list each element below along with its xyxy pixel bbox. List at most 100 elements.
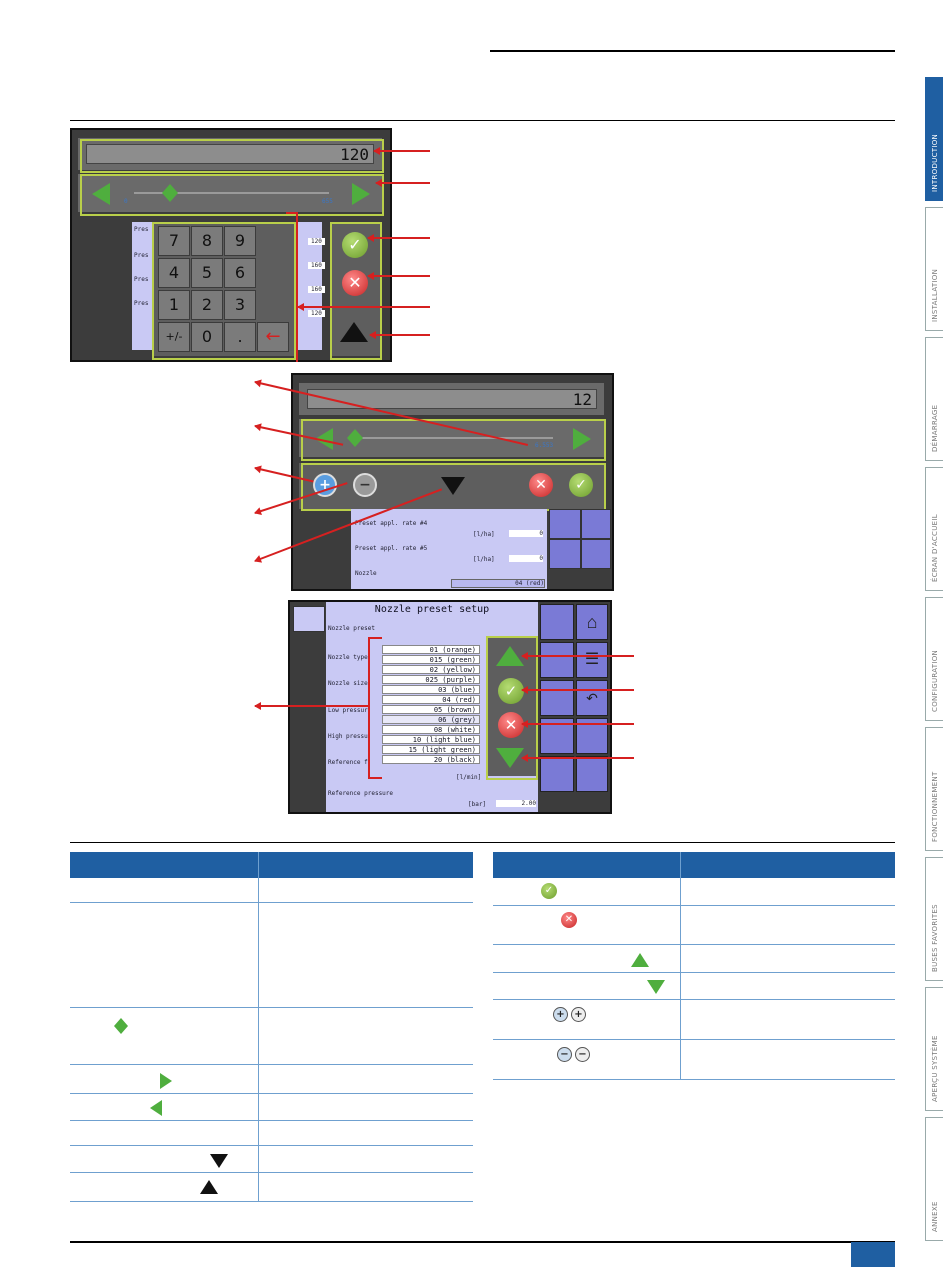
- nozzle-option[interactable]: 025 (purple): [382, 675, 480, 684]
- accept-check-icon[interactable]: ✓: [342, 232, 368, 258]
- key-6[interactable]: 6: [224, 258, 256, 288]
- nozzle-option-selected[interactable]: 06 (grey): [382, 715, 480, 724]
- zoom-out-icon[interactable]: −: [353, 473, 377, 497]
- list-value-4: 120: [308, 310, 325, 317]
- list-label-1: Pres: [134, 226, 149, 233]
- menu-list-button[interactable]: ☰: [576, 642, 608, 678]
- nozzle-option[interactable]: 05 (brown): [382, 705, 480, 714]
- keypad-highlight: [152, 222, 296, 360]
- screenshot-keypad: 120 0 655 Pres Pres Pres Pres 120 160 16…: [70, 128, 392, 362]
- preset-logo-icon[interactable]: [293, 606, 325, 632]
- key-sign[interactable]: +/-: [158, 322, 190, 352]
- key-5[interactable]: 5: [191, 258, 223, 288]
- table-row: [70, 1008, 473, 1065]
- label-high-pressure: High pressu: [328, 733, 368, 740]
- table-row: − −: [493, 1040, 895, 1080]
- table-row: ✓: [493, 878, 895, 906]
- increase-arrow-icon-2[interactable]: [573, 428, 591, 450]
- accept-check-icon-2[interactable]: ✓: [569, 473, 593, 497]
- toggle-keypad-up-icon[interactable]: [340, 322, 368, 342]
- table-row: [70, 1065, 473, 1094]
- callout-line: [367, 272, 430, 280]
- menu-list-icon: ☰: [584, 651, 600, 668]
- callout-line: [373, 147, 430, 155]
- key-1[interactable]: 1: [158, 290, 190, 320]
- list-label-4: Pres: [134, 300, 149, 307]
- decrease-arrow-icon: [150, 1100, 162, 1116]
- key-8[interactable]: 8: [191, 226, 223, 256]
- backspace-arrow-icon: ←: [265, 326, 281, 347]
- slider-thumb-icon-2[interactable]: [347, 429, 363, 447]
- page-title: Nozzle preset setup: [374, 604, 490, 615]
- left-table-col-sep: [258, 852, 259, 1202]
- label-reference-flow: Reference f: [328, 759, 368, 766]
- key-decimal[interactable]: .: [224, 322, 256, 352]
- scroll-up-icon[interactable]: [496, 646, 524, 666]
- label-low-pressure: Low pressur: [328, 707, 368, 714]
- slider-track-2[interactable]: [353, 437, 553, 439]
- tab-fonctionnement[interactable]: FONCTIONNEMENT: [925, 727, 943, 851]
- accept-check-icon-3[interactable]: ✓: [498, 678, 524, 704]
- key-7[interactable]: 7: [158, 226, 190, 256]
- value-display-2[interactable]: 12: [307, 389, 597, 409]
- nozzle-option[interactable]: 20 (black): [382, 755, 480, 764]
- table-row: [70, 1094, 473, 1121]
- table-row: [70, 903, 473, 1008]
- key-4[interactable]: 4: [158, 258, 190, 288]
- cancel-x-icon[interactable]: ✕: [342, 270, 368, 296]
- nozzle-option[interactable]: 10 (light blue): [382, 735, 480, 744]
- zoom-out-icon: −: [557, 1047, 572, 1062]
- tab-annexe[interactable]: ANNEXE: [925, 1117, 943, 1241]
- nozzle-option[interactable]: 015 (green): [382, 655, 480, 664]
- home-button[interactable]: ⌂: [576, 604, 608, 640]
- screenshot-slider: 12 6.553 + − ✕ ✓ Preset appl. rate #4 [l…: [291, 373, 614, 591]
- key-2[interactable]: 2: [191, 290, 223, 320]
- scroll-down-icon[interactable]: [496, 748, 524, 768]
- list-bracket: [368, 637, 382, 779]
- nozzle-option[interactable]: 03 (blue): [382, 685, 480, 694]
- tab-apercu-systeme[interactable]: APERÇU SYSTÈME: [925, 987, 943, 1111]
- function-button[interactable]: ↶: [576, 680, 608, 716]
- callout-line: [254, 702, 368, 710]
- tab-demarrage[interactable]: DÉMARRAGE: [925, 337, 943, 461]
- decrease-arrow-icon[interactable]: [92, 183, 110, 205]
- scroll-up-icon: [631, 953, 649, 967]
- key-9[interactable]: 9: [224, 226, 256, 256]
- right-table-col-sep: [680, 852, 681, 1080]
- key-3[interactable]: 3: [224, 290, 256, 320]
- key-0[interactable]: 0: [191, 322, 223, 352]
- side-grid-block: [549, 509, 581, 539]
- nozzle-option[interactable]: 01 (orange): [382, 645, 480, 654]
- table-row: [493, 973, 895, 1000]
- slider-max-label: 655: [322, 198, 333, 205]
- tab-configuration[interactable]: CONFIGURATION: [925, 597, 943, 721]
- list-value-1: 120: [308, 238, 325, 245]
- tab-ecran-accueil[interactable]: ÉCRAN D'ACCUEIL: [925, 467, 943, 591]
- toggle-keypad-down-icon[interactable]: [441, 477, 465, 495]
- increase-arrow-icon[interactable]: [352, 183, 370, 205]
- tab-installation[interactable]: INSTALLATION: [925, 207, 943, 331]
- tab-buses-favorites[interactable]: BUSES FAVORITES: [925, 857, 943, 981]
- reference-pressure-label: Reference pressure: [328, 790, 394, 797]
- nozzle-row-label: Nozzle: [355, 570, 377, 577]
- table-section-rule: [70, 842, 895, 843]
- table-row: + +: [493, 1000, 895, 1040]
- tab-introduction[interactable]: INTRODUCTION: [925, 77, 943, 201]
- increase-arrow-icon: [160, 1073, 172, 1089]
- nozzle-option[interactable]: 08 (white): [382, 725, 480, 734]
- cancel-x-icon-3[interactable]: ✕: [498, 712, 524, 738]
- callout-line: [521, 754, 634, 762]
- callout-line: [521, 652, 634, 660]
- table-row: [70, 1146, 473, 1173]
- left-column: [290, 602, 326, 812]
- grid-block: [576, 756, 608, 792]
- slider-thumb-icon[interactable]: [162, 184, 178, 202]
- slider-track[interactable]: [134, 192, 329, 194]
- action-highlight: [330, 222, 382, 360]
- nozzle-option[interactable]: 04 (red): [382, 695, 480, 704]
- grid-block: [540, 756, 574, 792]
- cancel-x-icon-2[interactable]: ✕: [529, 473, 553, 497]
- nozzle-option[interactable]: 15 (light green): [382, 745, 480, 754]
- backspace-key[interactable]: ←: [257, 322, 289, 352]
- nozzle-option[interactable]: 02 (yellow): [382, 665, 480, 674]
